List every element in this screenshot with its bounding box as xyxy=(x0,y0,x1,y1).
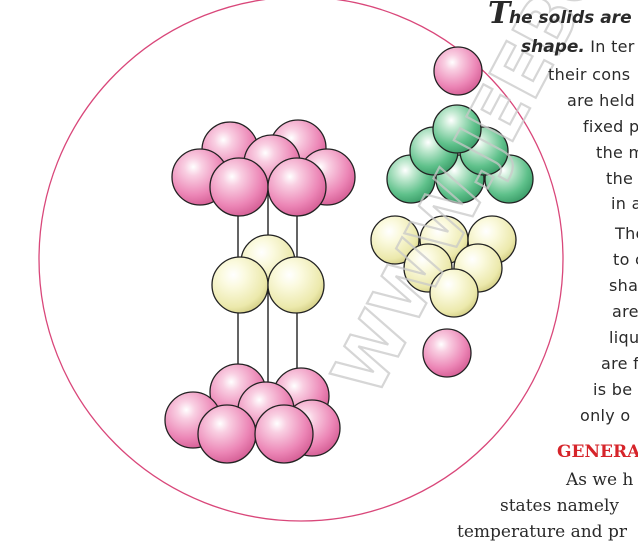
paragraph-line-3: temperature and pr xyxy=(457,522,627,542)
paragraph-line-2: states namely xyxy=(500,496,620,516)
text-line-3: their cons xyxy=(548,65,631,84)
bold-word-shape: shape. xyxy=(521,37,585,57)
text-line-9: The xyxy=(615,224,638,243)
lead-dropcap: T xyxy=(488,0,511,31)
text-line-16: only o xyxy=(580,406,631,425)
text-line-14: are f xyxy=(601,354,638,373)
text-line-8: in a xyxy=(611,194,638,213)
right-particle-stack xyxy=(370,46,534,378)
text-line-10: to c xyxy=(613,250,638,269)
outline-circle xyxy=(38,0,564,522)
text-line-13: liqu xyxy=(609,328,638,347)
section-heading: GENERA xyxy=(557,442,638,462)
text-line-4: are held xyxy=(567,91,635,110)
bottom-pink-layer xyxy=(164,363,341,464)
text-line-5: fixed p xyxy=(583,117,638,136)
paragraph-line-1: As we h xyxy=(566,470,634,490)
text-line-6: the m xyxy=(596,143,638,162)
text-line-2: shape. In ter xyxy=(521,37,635,57)
middle-yellow-layer xyxy=(211,234,325,314)
text-line-12: are xyxy=(612,302,638,321)
text-line-15: is be xyxy=(593,380,633,399)
text-line-7: the xyxy=(606,169,634,188)
line-2-rest: In ter xyxy=(584,37,635,56)
top-pink-layer xyxy=(171,119,356,217)
lead-sentence: he solids are xyxy=(509,8,632,28)
text-line-11: sha xyxy=(609,276,638,295)
